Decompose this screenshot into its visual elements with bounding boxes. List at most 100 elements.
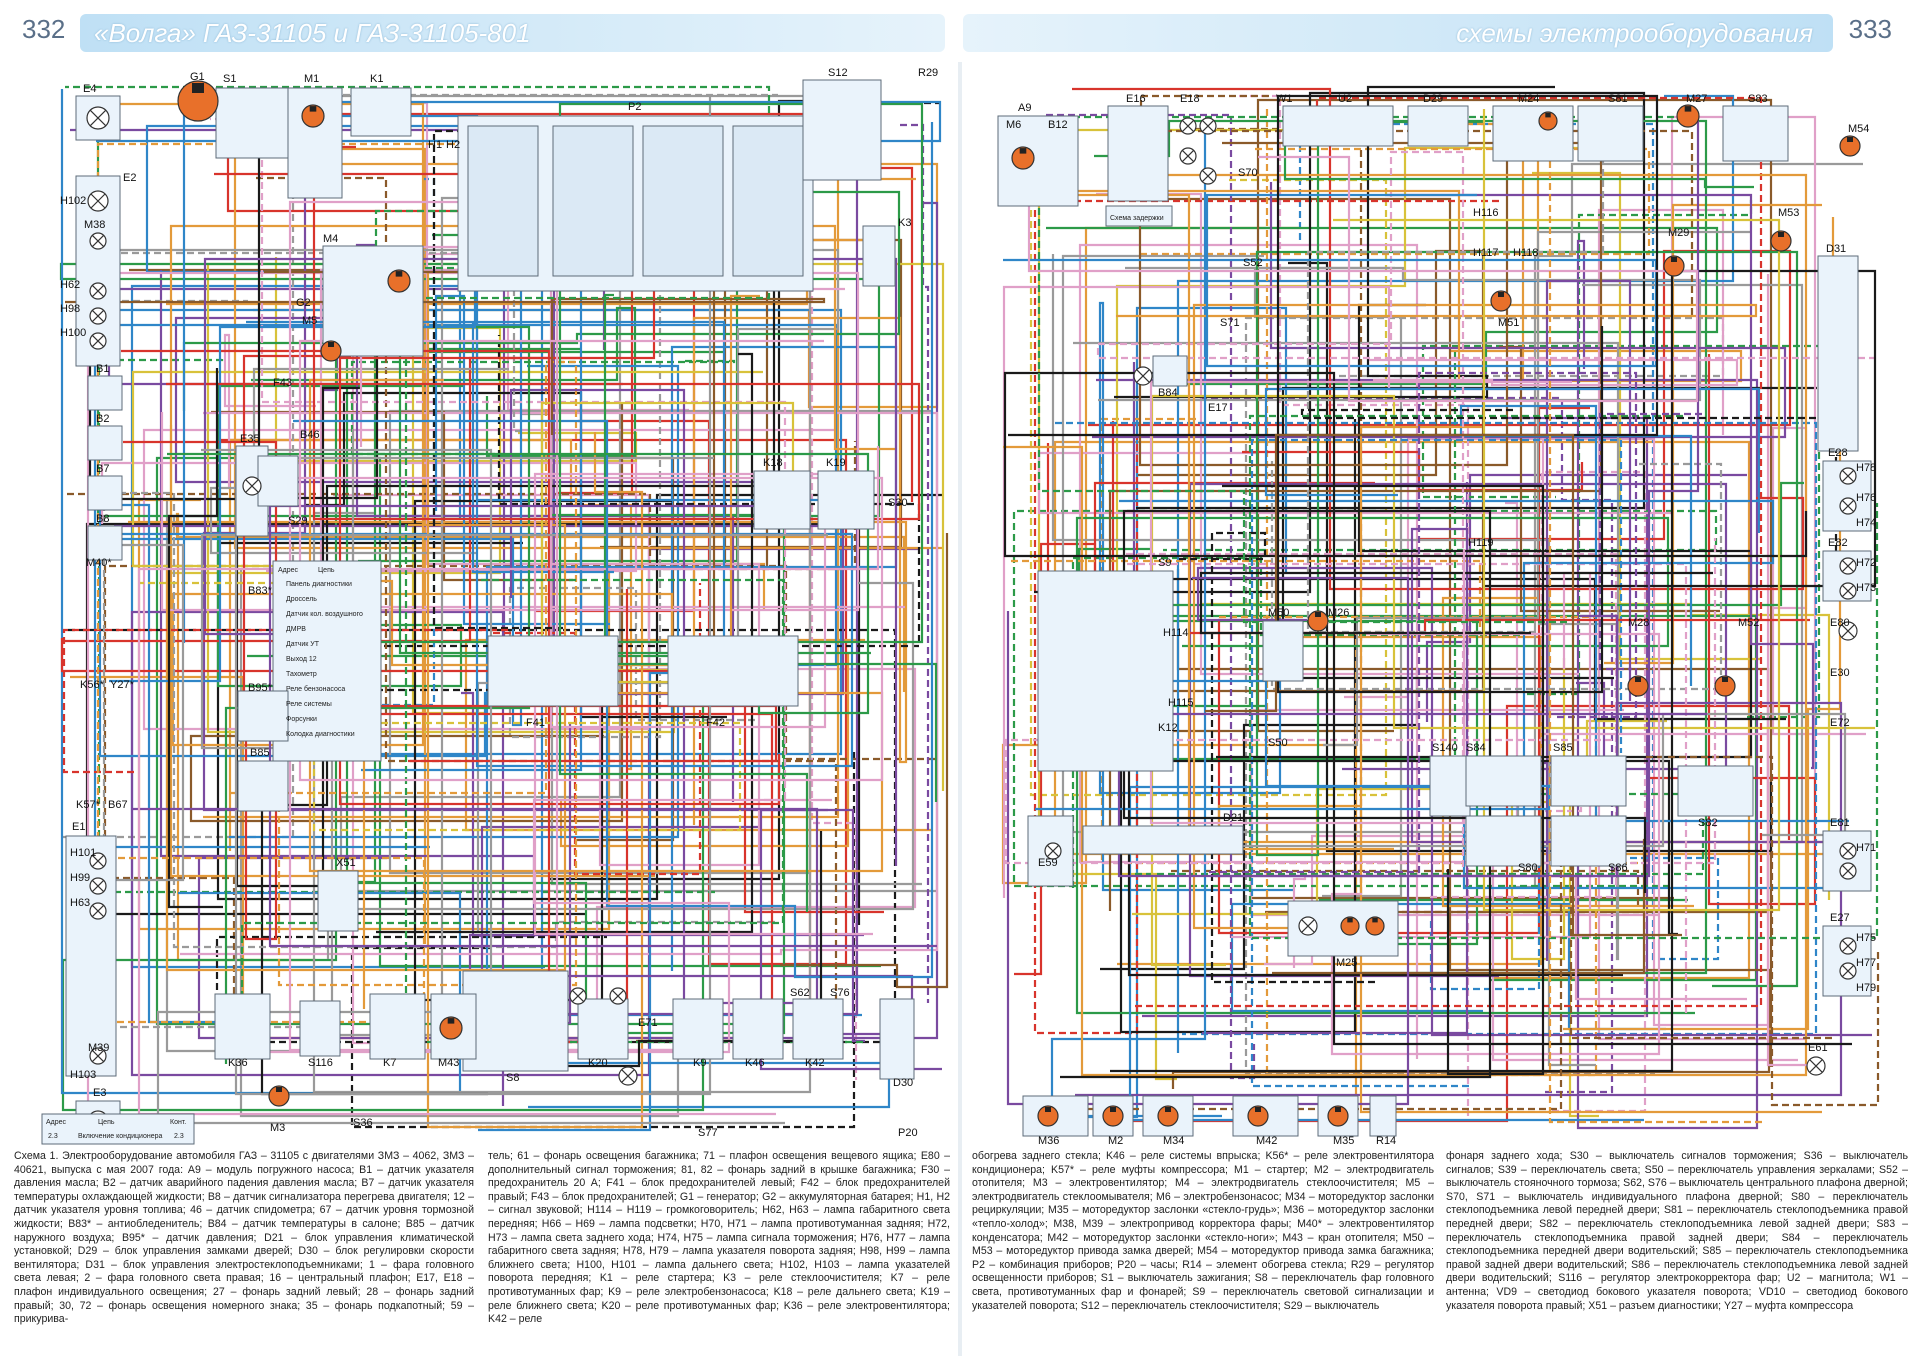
component-label-right-32: H73: [1856, 582, 1876, 594]
diag-row-4: Датчик УТ: [286, 641, 320, 648]
component-label-left-51: S76: [830, 987, 850, 999]
b95-sensor: [237, 690, 289, 742]
wire-35: [900, 123, 930, 1003]
s84-switch: [1465, 755, 1542, 807]
wire-81: [355, 243, 735, 802]
wire-298: [1117, 614, 1707, 878]
wire-241: [1270, 461, 1723, 691]
component-label-right-41: S140: [1432, 742, 1458, 754]
component-label-left-53: S116: [308, 1057, 333, 1069]
wire-293: [1060, 509, 1647, 1079]
component-label-right-55: S86: [1608, 862, 1628, 874]
component-label-left-45: X51: [336, 857, 356, 869]
diag-col-address: Адрес: [278, 567, 299, 574]
k1-starter-relay: [350, 87, 412, 137]
p2-connector-2: [552, 125, 634, 277]
component-label-left-43: H99: [70, 872, 90, 884]
component-label-left-10: H62: [60, 279, 80, 291]
component-label-right-46: K12: [1158, 722, 1178, 734]
component-label-right-48: S82: [1698, 817, 1718, 829]
component-label-right-18: H118: [1513, 247, 1538, 259]
component-label-right-62: M2: [1108, 1135, 1123, 1146]
f41-fuse-block: [487, 635, 619, 707]
k18-relay: [753, 470, 811, 530]
lamp-mark-0: [86, 106, 110, 130]
lamp-mark-27: [1839, 962, 1857, 980]
s12-wiper-switch: [802, 79, 882, 181]
component-label-left-5: S12: [828, 67, 848, 79]
component-label-left-61: D30: [893, 1077, 913, 1089]
section-title: схемы электрооборудования: [1456, 18, 1813, 48]
wire-89: [100, 102, 674, 747]
component-label-right-36: M26: [1328, 607, 1349, 619]
component-label-right-35: M50: [1268, 607, 1289, 619]
component-label-left-25: E35: [240, 433, 260, 445]
wire-56: [350, 359, 736, 456]
lamp-mark-13: [609, 987, 627, 1005]
ac-row-circuit: Включение кондиционера: [78, 1133, 163, 1140]
wire-238: [1159, 481, 1804, 607]
wire-245: [1196, 566, 1872, 1037]
wire-223: [1135, 345, 1705, 876]
wire-217: [1649, 354, 1817, 906]
motor-mark-44: [1307, 610, 1329, 632]
component-label-left-19: M5: [302, 315, 317, 327]
a9-pump-module: [997, 115, 1079, 207]
s80-switch: [1465, 815, 1542, 867]
lamp-mark-11: [89, 1047, 107, 1065]
k19-relay: [817, 470, 875, 530]
component-label-right-1: M6: [1006, 119, 1021, 131]
lamp-mark-28: [1806, 1056, 1826, 1076]
component-label-right-49: D21: [1223, 812, 1243, 824]
component-label-right-34: H114: [1163, 627, 1188, 639]
motor-mark-47: [1340, 916, 1360, 936]
lamp-mark-30: [1298, 916, 1318, 936]
wire-59: [229, 364, 680, 839]
component-label-right-43: S85: [1553, 742, 1573, 754]
component-label-right-47: S50: [1268, 737, 1288, 749]
component-label-right-52: H75: [1856, 932, 1876, 944]
diag-row-1: Дроссель: [286, 596, 317, 603]
wire-192: [1037, 128, 1318, 1081]
ac-col-contact: Конт.: [170, 1119, 186, 1126]
lamp-mark-3: [89, 282, 107, 300]
component-label-right-44: E30: [1830, 667, 1850, 679]
component-label-left-31: M40*: [86, 557, 112, 569]
wire-283: [1004, 538, 1717, 865]
d21-climate-controller: [1082, 825, 1244, 855]
ac-table-frame: [41, 1113, 195, 1145]
motor-mark-36: [268, 1085, 290, 1107]
component-label-right-53: E59: [1038, 857, 1058, 869]
wire-61: [128, 316, 908, 825]
component-label-right-65: M35: [1333, 1135, 1354, 1146]
component-label-right-28: H74: [1856, 517, 1876, 529]
k7-relay: [369, 993, 426, 1060]
wire-181: [1770, 426, 1866, 736]
wire-141: [226, 798, 832, 1054]
p2-connector-1: [467, 125, 539, 277]
wire-144: [91, 543, 185, 882]
component-label-right-7: D29: [1423, 93, 1443, 105]
component-label-left-44: H63: [70, 897, 90, 909]
component-label-left-21: B1: [96, 363, 109, 375]
title-banner-right: схемы электрооборудования: [963, 14, 1833, 52]
component-label-left-14: H2: [446, 139, 460, 151]
wire-0: [274, 257, 638, 463]
component-label-right-60: E61: [1808, 1042, 1828, 1054]
motor-mark-43: [1490, 290, 1512, 312]
wire-150: [1142, 416, 1649, 1018]
diag-table: [272, 560, 382, 762]
component-label-left-50: S62: [790, 987, 810, 999]
component-label-right-13: S70: [1238, 167, 1258, 179]
component-label-left-16: K3: [898, 217, 911, 229]
wire-252: [1250, 438, 1623, 1088]
wire-134: [137, 446, 880, 1116]
component-label-left-4: K1: [370, 73, 383, 85]
wire-70: [131, 370, 763, 568]
wire-10: [83, 308, 843, 756]
s1-ignition-switch: [215, 87, 295, 159]
s116-headlight-corrector: [299, 1000, 341, 1057]
component-label-left-9: M38: [84, 219, 105, 231]
wire-286: [1149, 380, 1572, 825]
